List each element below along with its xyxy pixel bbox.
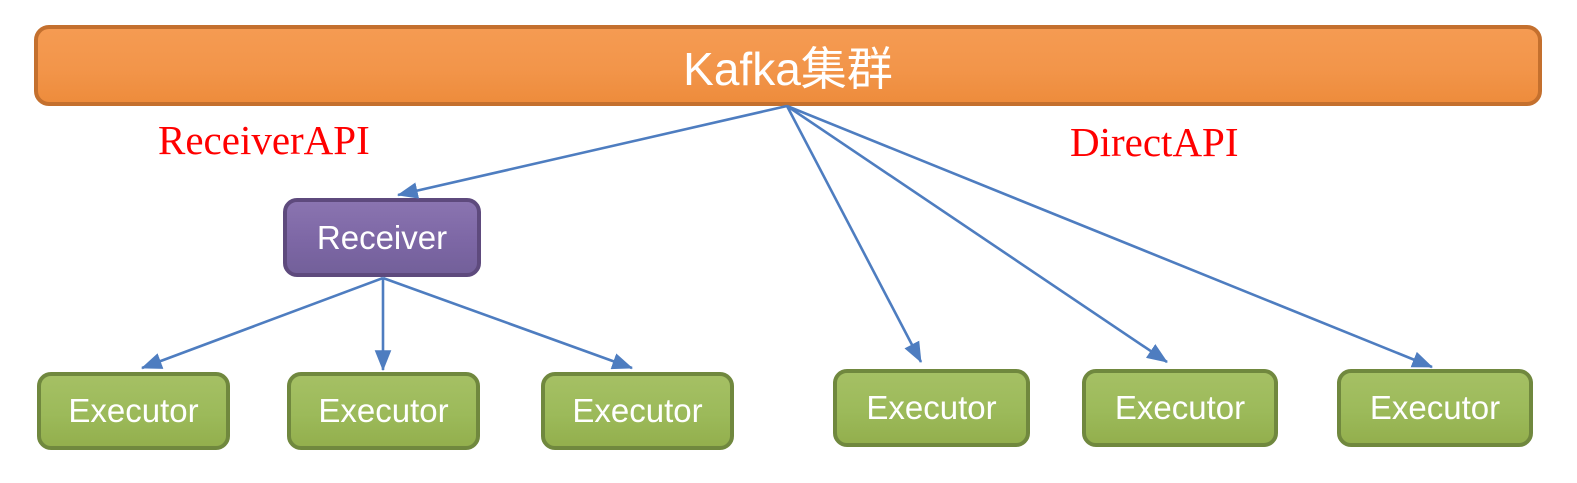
receiver-node: Receiver <box>283 198 481 277</box>
executor-node-3: Executor <box>541 372 734 450</box>
executor-label: Executor <box>866 389 997 426</box>
executor-node-1: Executor <box>37 372 230 450</box>
kafka-cluster-node: Kafka集群 <box>34 25 1542 106</box>
arrow-kafka-to-executor-4 <box>785 105 923 363</box>
arrow-receiver-to-executor-3 <box>382 276 633 370</box>
receiver-label: Receiver <box>316 218 448 256</box>
receiver-api-label: ReceiverAPI <box>158 117 370 163</box>
executor-node-2: Executor <box>287 372 480 450</box>
executor-label: Executor <box>1369 389 1501 426</box>
executor-node-4: Executor <box>833 369 1030 447</box>
executor-node-6: Executor <box>1337 369 1533 447</box>
executor-label: Executor <box>572 392 703 429</box>
executor-label: Executor <box>1114 389 1246 426</box>
executor-label: Executor <box>318 392 449 429</box>
executor-label: Executor <box>68 392 199 429</box>
executor-node-5: Executor <box>1082 369 1278 447</box>
arrow-receiver-to-executor-1 <box>141 276 384 370</box>
arrow-kafka-to-receiver <box>396 104 788 199</box>
direct-api-label: DirectAPI <box>1070 119 1239 165</box>
kafka-cluster-label: Kafka集群 <box>683 42 893 95</box>
